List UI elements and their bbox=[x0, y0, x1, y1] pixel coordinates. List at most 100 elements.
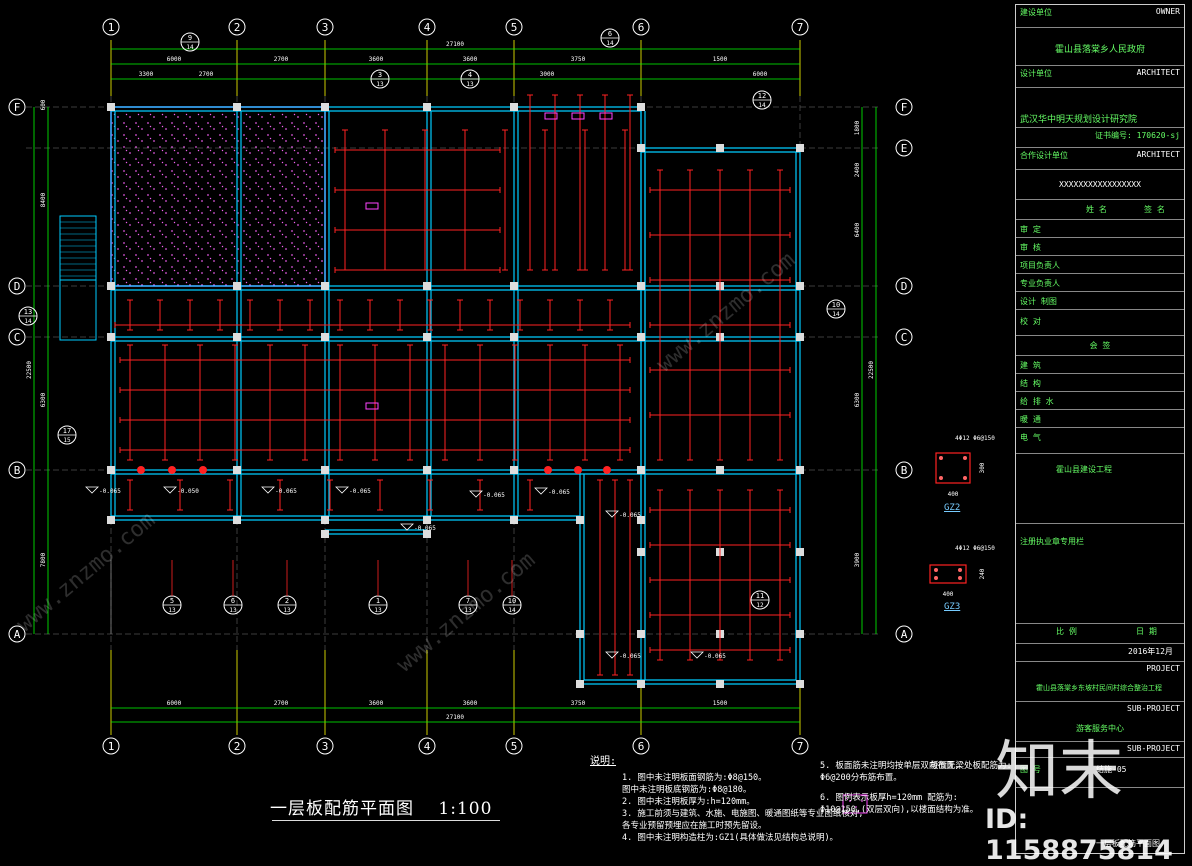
grid-bubble bbox=[632, 737, 650, 755]
dimension-text: 3750 bbox=[571, 56, 586, 63]
tb-cert: 证书编号: 170620-sj bbox=[1095, 131, 1180, 140]
tb-discipline: 给 排 水 bbox=[1020, 397, 1054, 406]
section-callout-number: 9 bbox=[188, 34, 192, 42]
grid-label-top: 7 bbox=[797, 21, 804, 34]
grid-bubble bbox=[895, 461, 913, 479]
elevation-marker bbox=[400, 523, 414, 531]
tb-seal-row: 霍山县建设工程 bbox=[1016, 453, 1184, 523]
section-callout-sheet: 14 bbox=[832, 311, 840, 318]
gz3-bar bbox=[958, 576, 962, 580]
structural-column bbox=[637, 680, 645, 688]
tb-discipline-row: 电 气 bbox=[1016, 427, 1184, 453]
note-extra: 板面无梁处板配筋为: bbox=[930, 761, 1012, 771]
gz2-dim: 400 bbox=[948, 491, 959, 498]
dimension-text: 3000 bbox=[540, 71, 555, 78]
dimension-text: 3600 bbox=[463, 700, 478, 707]
section-callout-sheet: 13 bbox=[283, 607, 291, 614]
tb-sign-label: 专业负责人 bbox=[1020, 279, 1060, 288]
stair-outline bbox=[59, 215, 97, 281]
tb-discipline-row: 暖 通 bbox=[1016, 409, 1184, 427]
structural-column bbox=[716, 680, 724, 688]
grid-bubble bbox=[8, 328, 26, 346]
dimension-text: 2700 bbox=[274, 56, 289, 63]
elevation-marker bbox=[690, 651, 704, 659]
note-item: 图中未注明板底钢筋为:Φ8@180。 bbox=[622, 785, 752, 795]
dimension-text: 1500 bbox=[713, 56, 728, 63]
section-callout-sheet: 13 bbox=[464, 607, 472, 614]
tb-sign-row: 审 核 bbox=[1016, 237, 1184, 255]
structural-column bbox=[423, 333, 431, 341]
section-callout-sheet: 12 bbox=[756, 602, 764, 609]
note-item: 5. 板面筋未注明均按单层双向布置, bbox=[820, 761, 960, 771]
elevation-text: -0.065 bbox=[275, 488, 297, 495]
grid-label-right: A bbox=[901, 628, 908, 641]
tb-sign-label: 校 对 bbox=[1020, 317, 1041, 326]
note-item: 4. 图中未注明构造柱为:GZ1(具体做法见结构总说明)。 bbox=[622, 833, 839, 843]
dimension-text: 3600 bbox=[463, 56, 478, 63]
structural-column bbox=[637, 282, 645, 290]
tb-owner-en: OWNER bbox=[1155, 7, 1180, 16]
structural-column bbox=[576, 680, 584, 688]
structural-column bbox=[796, 333, 804, 341]
grid-bubble bbox=[791, 18, 809, 36]
elevation-text: -0.065 bbox=[99, 488, 121, 495]
elevation-marker bbox=[469, 490, 483, 498]
tb-subproject2-en: SUB-PROJECT bbox=[1127, 744, 1180, 753]
grid-bubble bbox=[895, 98, 913, 116]
note-item: 2. 图中未注明板厚为:h=120mm。 bbox=[622, 797, 755, 807]
grid-label-left: F bbox=[14, 101, 21, 114]
dimension-text: 600 bbox=[40, 99, 47, 110]
watermark-brand: 知末 bbox=[995, 735, 1123, 809]
tb-sign-row: 项目负责人 bbox=[1016, 255, 1184, 273]
section-callout-number: 6 bbox=[608, 30, 612, 38]
grid-bubble bbox=[505, 737, 523, 755]
dimension-text: 7800 bbox=[40, 552, 47, 567]
tb-discipline: 电 气 bbox=[1020, 433, 1041, 442]
tb-discipline: 结 构 bbox=[1020, 379, 1041, 388]
section-callout-number: 1 bbox=[376, 597, 380, 605]
structural-column bbox=[423, 530, 431, 538]
structural-column bbox=[233, 282, 241, 290]
tb-sign-row: 审 定 bbox=[1016, 219, 1184, 237]
structural-column bbox=[107, 333, 115, 341]
elevation-marker bbox=[335, 486, 349, 494]
tb-drawno: 结施-05 bbox=[1096, 765, 1127, 774]
grid-bubble bbox=[895, 277, 913, 295]
grid-bubble bbox=[632, 18, 650, 36]
structural-column bbox=[716, 144, 724, 152]
elevation-text: -0.065 bbox=[548, 489, 570, 496]
structural-column bbox=[637, 144, 645, 152]
tb-subproject-en: SUB-PROJECT bbox=[1127, 704, 1180, 713]
dimension-text: 2700 bbox=[274, 700, 289, 707]
elevation-text: -0.050 bbox=[177, 488, 199, 495]
structural-column bbox=[637, 516, 645, 524]
structural-column bbox=[510, 282, 518, 290]
section-callout-number: 5 bbox=[170, 597, 174, 605]
tb-project-en: PROJECT bbox=[1146, 664, 1180, 673]
grid-bubble bbox=[228, 18, 246, 36]
elevation-marker bbox=[605, 510, 619, 518]
section-callout-sheet: 13 bbox=[168, 607, 176, 614]
rebar-point bbox=[137, 466, 145, 474]
structural-column bbox=[107, 466, 115, 474]
structural-column bbox=[321, 516, 329, 524]
tb-owner-row: 建设单位 OWNER bbox=[1016, 5, 1184, 27]
gz3-dim: 400 bbox=[943, 591, 954, 598]
side-room-outline bbox=[59, 279, 97, 341]
tb-countersign-row: 会 签 bbox=[1016, 335, 1184, 355]
structural-column bbox=[321, 466, 329, 474]
tb-architect-label: 设计单位 bbox=[1020, 69, 1052, 78]
notes-heading-text: 说明: bbox=[590, 756, 617, 767]
annotation-tag bbox=[365, 402, 379, 410]
elevation-text: -0.065 bbox=[619, 512, 641, 519]
gz2-label: GZ2 bbox=[944, 503, 961, 513]
grid-label-top: 6 bbox=[638, 21, 645, 34]
structural-column bbox=[637, 466, 645, 474]
tb-sign-label: 设计 制图 bbox=[1020, 297, 1057, 306]
grid-label-right: D bbox=[901, 280, 908, 293]
structural-column bbox=[796, 144, 804, 152]
section-callout-number: 3 bbox=[378, 71, 382, 79]
tb-institute: 武汉华中明天规划设计研究院 bbox=[1020, 115, 1138, 125]
grid-label-left: B bbox=[14, 464, 21, 477]
section-callout-number: 6 bbox=[231, 597, 235, 605]
